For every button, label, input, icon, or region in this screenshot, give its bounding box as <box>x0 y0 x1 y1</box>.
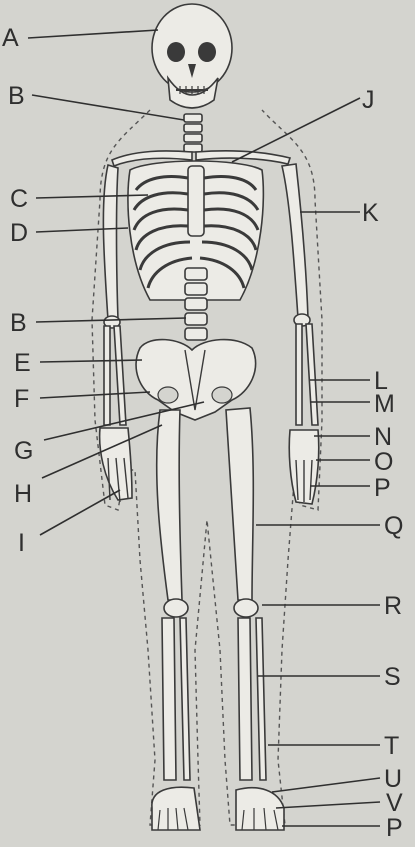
label-n: N <box>374 423 392 451</box>
cervical-vertebrae <box>184 114 202 152</box>
label-d: D <box>10 219 28 247</box>
label-p: P <box>374 474 391 502</box>
label-b: B <box>8 82 25 110</box>
pelvis <box>136 340 256 420</box>
label-c: C <box>10 185 28 213</box>
label-e: E <box>14 349 31 377</box>
left-arm <box>100 165 132 502</box>
label-o: O <box>374 448 393 476</box>
left-leg <box>152 410 200 830</box>
leader-lines <box>28 30 380 826</box>
label-k: K <box>362 199 379 227</box>
label-g: G <box>14 437 33 465</box>
label-h: H <box>14 480 32 508</box>
label-t: T <box>384 732 399 760</box>
label-p-lower: P <box>386 814 403 842</box>
right-leg <box>226 408 284 830</box>
label-f: F <box>14 385 29 413</box>
right-arm <box>282 164 319 504</box>
label-j: J <box>362 86 375 114</box>
skull <box>152 4 232 108</box>
label-i: I <box>18 529 25 557</box>
label-r: R <box>384 592 402 620</box>
label-v: V <box>386 789 403 817</box>
label-a: A <box>2 24 19 52</box>
label-s: S <box>384 663 401 691</box>
label-q: Q <box>384 512 403 540</box>
label-m: M <box>374 390 395 418</box>
lumbar-spine <box>185 268 207 340</box>
label-b-lower: B <box>10 309 27 337</box>
